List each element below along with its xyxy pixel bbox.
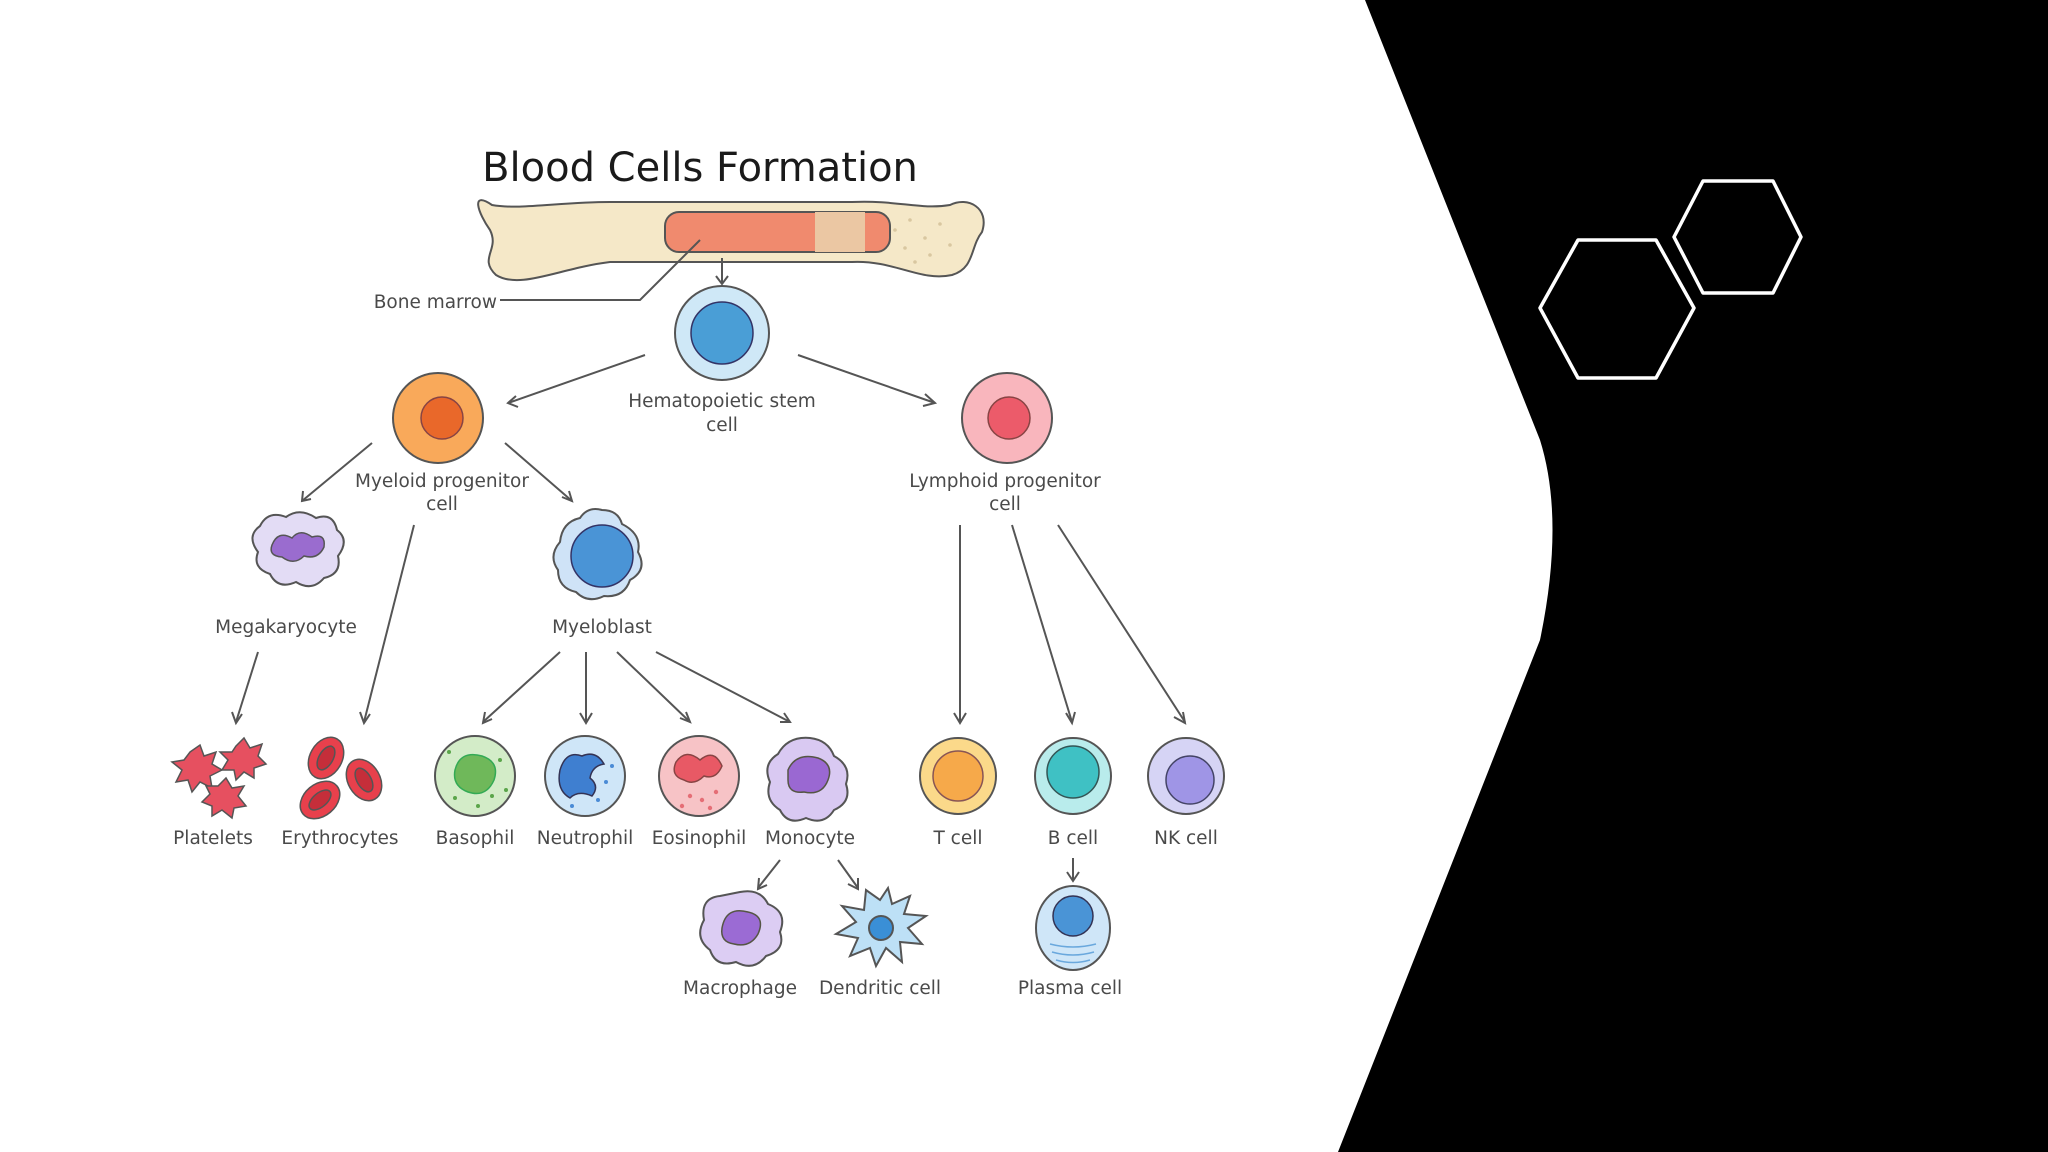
bone-marrow-leader-line (500, 239, 701, 301)
lymphoid-label-line2: cell (989, 494, 1021, 515)
megakaryocyte-cell (251, 511, 345, 588)
bone-marrow-label: Bone marrow (374, 292, 497, 313)
b-cell-label: B cell (1048, 828, 1098, 849)
megakaryocyte-label: Megakaryocyte (215, 617, 357, 638)
eosinophil-label: Eosinophil (652, 828, 747, 849)
platelets-cells (170, 736, 268, 820)
dendritic-cell (833, 885, 929, 969)
hexagon-small-icon (1672, 179, 1803, 295)
hexagon-large-icon (1538, 238, 1696, 380)
diagram-title: Blood Cells Formation (482, 145, 918, 191)
lymphoid-progenitor-cell (961, 372, 1053, 464)
t-cell-label: T cell (932, 828, 982, 849)
myeloblast-label: Myeloblast (552, 617, 652, 638)
myeloblast-cell (552, 508, 643, 601)
neutrophil-label: Neutrophil (537, 828, 633, 849)
macrophage-label: Macrophage (683, 978, 797, 999)
myeloid-label-line1: Myeloid progenitor (355, 471, 529, 492)
black-side-panel (1338, 0, 2048, 1152)
eosinophil-cell (658, 735, 740, 817)
erythrocytes-cells (299, 736, 383, 820)
myeloid-label-line2: cell (426, 494, 458, 515)
stem-cell-label-line2: cell (706, 415, 738, 436)
bone-illustration (477, 199, 985, 282)
plasma-cell (1035, 885, 1111, 971)
b-cell (1034, 737, 1112, 815)
hematopoietic-stem-cell (674, 285, 770, 381)
lineage-arrows (231, 258, 1187, 891)
t-cell (919, 737, 997, 815)
platelets-label: Platelets (173, 828, 253, 849)
stem-cell-label-line1: Hematopoietic stem (628, 391, 816, 412)
lymphoid-label-line1: Lymphoid progenitor (909, 471, 1101, 492)
dendritic-cell-label: Dendritic cell (819, 978, 941, 999)
monocyte-label: Monocyte (765, 828, 855, 849)
monocyte-cell (766, 736, 849, 822)
nk-cell-label: NK cell (1154, 828, 1218, 849)
macrophage-cell (699, 890, 784, 967)
neutrophil-cell (544, 735, 626, 817)
basophil-label: Basophil (436, 828, 515, 849)
basophil-cell (434, 735, 516, 817)
nk-cell (1147, 737, 1225, 815)
plasma-cell-label: Plasma cell (1018, 978, 1122, 999)
myeloid-progenitor-cell (392, 372, 484, 464)
hexagon-decoration (1538, 179, 1803, 380)
erythrocytes-label: Erythrocytes (281, 828, 398, 849)
